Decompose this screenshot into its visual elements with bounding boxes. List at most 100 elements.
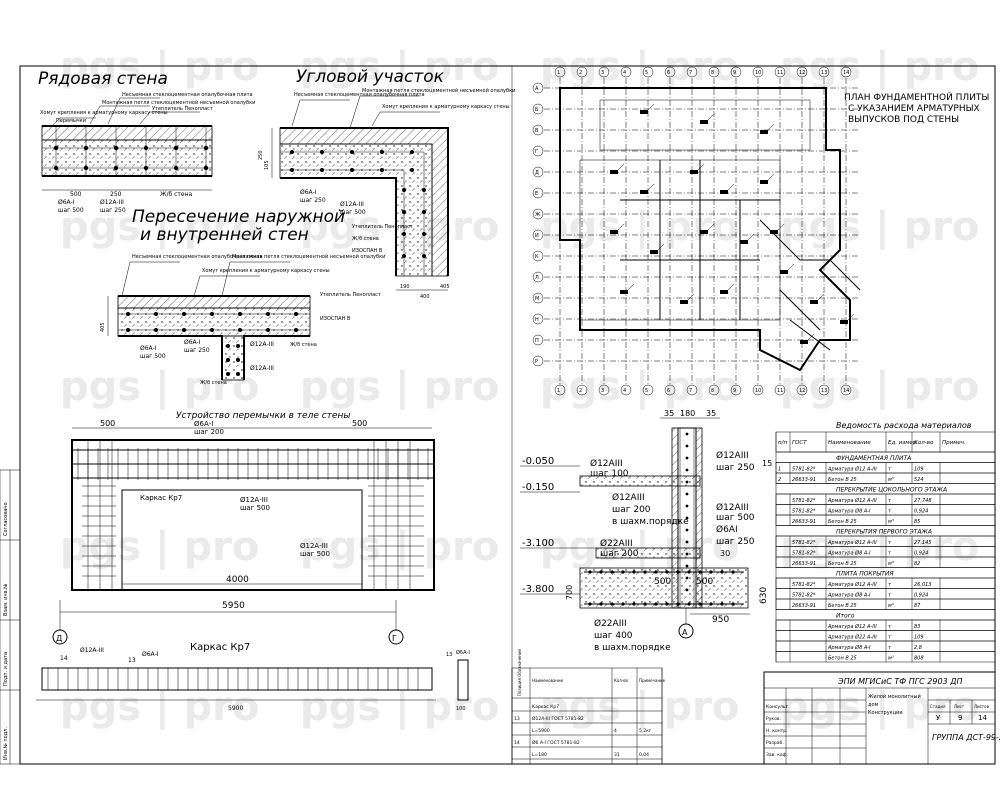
stamp-stage: У xyxy=(936,714,941,722)
callout-clamp: Хомут крепления к арматурному каркасу ст… xyxy=(40,110,168,116)
title-block: ЭПИ МГИСиС ТФ ПГС 2903 ДП Жилой монолитн… xyxy=(763,671,1000,765)
sec-lvl-3: -3.100 xyxy=(522,538,554,549)
plan-outlet-18 xyxy=(640,110,648,114)
small-spec-cell-3-1: Ø6 А-I ГОСТ 5781-82 xyxy=(532,739,580,746)
rw-wall: Ж/б стена xyxy=(160,191,193,198)
small-spec-cell-2-2: 4 xyxy=(614,728,617,734)
kr7-rebar-b: Ø6А-I xyxy=(142,651,159,658)
plan-outlet-6 xyxy=(650,250,658,254)
lintel-top-step: шаг 200 xyxy=(194,428,224,436)
corner-step-a: шаг 250 xyxy=(300,197,326,204)
plan-side-axis-Б: Б xyxy=(535,107,539,113)
spec-header-2: Наименование xyxy=(828,440,871,446)
stamp-role-3: Разраб. xyxy=(766,740,784,746)
small-spec-cell-4-3: 0,04 xyxy=(639,752,649,758)
sec-d950: 950 xyxy=(712,615,729,625)
stamp-sheet: 9 xyxy=(958,714,962,722)
spec-cell-4-0-4: 83 xyxy=(914,624,920,630)
side-replace: Взам. инв.№ xyxy=(3,583,9,616)
plan-outlet-14 xyxy=(840,320,848,324)
lintel-frame-label: Каркас Кр7 xyxy=(140,494,182,502)
int-dim-405: 405 xyxy=(100,322,106,332)
spec-cell-3-1-3: т xyxy=(888,593,892,599)
plan-bottom-axis-7: 7 xyxy=(689,388,692,394)
plan-top-axis-5: 5 xyxy=(645,70,648,76)
rw-rebar-b: Ø12А-III xyxy=(100,199,124,206)
corner-insulation: Утеплитель Пенопласт xyxy=(352,224,413,230)
plan-top-axis-6: 6 xyxy=(667,70,670,76)
dim-250: 250 xyxy=(110,191,122,198)
sec-r4s: шаг 500 xyxy=(716,513,755,523)
plan-side-axis-Л: Л xyxy=(535,275,539,281)
spec-cell-0-1-3: м³ xyxy=(888,477,894,483)
spec-cell-3-1-2: Арматура Ø8 А-I xyxy=(827,592,871,599)
watermark-2: pgs | pro xyxy=(540,44,739,91)
spec-title: Ведомость расхода материалов xyxy=(836,421,972,430)
spec-cell-1-2-4: 85 xyxy=(914,519,920,525)
spec-cell-1-1-3: т xyxy=(888,509,892,515)
watermark-1: pgs | pro xyxy=(300,44,499,91)
kr7-dim: 5900 xyxy=(228,705,243,712)
callout-loop: Монтажная петля стеклоцементной несъемно… xyxy=(102,99,255,106)
rw-rebar-a: Ø6А-I xyxy=(58,199,75,206)
watermark-19: pgs | pro xyxy=(780,684,979,731)
small-spec-cell-4-2: 31 xyxy=(614,752,620,758)
lintel-dim-500r: 500 xyxy=(352,419,367,428)
spec-cell-2-2-1: 26633-91 xyxy=(792,561,816,567)
spec-cell-3-0-1: 5781-82* xyxy=(792,582,816,588)
spec-header-1: ГОСТ xyxy=(792,440,807,446)
small-spec-cell-1-0: 13 xyxy=(514,716,520,722)
corner-dim-105: 105 xyxy=(264,160,270,170)
plan-bottom-axis-1: 1 xyxy=(557,388,560,394)
sec-r3n: в шахм.порядке xyxy=(612,517,689,527)
small-spec-cell-2-3: 5,2кг xyxy=(639,728,652,734)
kr7-frame xyxy=(41,667,433,691)
title-intersection-1: Пересечение наружной xyxy=(132,207,345,227)
spec-cell-3-2-3: м³ xyxy=(888,603,894,609)
lintel-top-rebar: Ø6А-I xyxy=(194,420,213,428)
stamp-role-1: Руков. xyxy=(766,716,781,722)
plan-outlet-11 xyxy=(720,290,728,294)
int-callout-clamp: Хомут крепления к арматурному каркасу ст… xyxy=(202,268,330,274)
sec-d500b: 500 xyxy=(696,577,713,587)
int-rebar-b: Ø12А-III xyxy=(250,341,274,348)
plan-side-axis-И: И xyxy=(535,233,539,239)
kr7-pos14: 14 xyxy=(60,655,68,662)
spec-cell-3-0-3: т xyxy=(888,582,892,588)
plan-outlet-0 xyxy=(610,170,618,174)
spec-cell-4-0-2: Арматура Ø12 А-III xyxy=(827,623,877,630)
watermark-9: pgs | pro xyxy=(300,364,499,411)
lintel-mid-step: шаг 500 xyxy=(240,504,270,512)
plan-outlet-13 xyxy=(810,300,818,304)
corner-callout-clamp: Хомут крепления к арматурному каркасу ст… xyxy=(382,104,510,110)
spec-cell-0-0-3: т xyxy=(888,467,892,473)
small-dim: 100 xyxy=(456,706,466,712)
rw-step-b: шаг 250 xyxy=(100,207,126,214)
plan-bottom-axis-12: 12 xyxy=(799,388,805,394)
plan-side-axis-Ж: Ж xyxy=(535,212,541,218)
spec-cell-4-0-3: т xyxy=(888,624,892,630)
watermark-16: pgs | pro xyxy=(60,684,259,731)
spec-cell-2-2-2: Бетон В 25 xyxy=(828,561,857,567)
kr7-rebar-a: Ø12А-III xyxy=(80,647,104,654)
corner-callout-loop: Монтажная петля стеклоцементной несъемно… xyxy=(362,87,515,94)
plan-top-axis-3: 3 xyxy=(601,70,604,76)
plan-bottom-axis-13: 13 xyxy=(821,388,827,394)
spec-group-1: ПЕРЕКРЫТИЕ ЦОКОЛЬНОГО ЭТАЖА xyxy=(836,487,947,494)
spec-cell-0-1-2: Бетон В 25 xyxy=(828,477,857,483)
sec-r1: Ø12АIII xyxy=(590,458,623,469)
plan-outlet-12 xyxy=(780,270,788,274)
sec-dim-35b: 35 xyxy=(706,409,716,418)
spec-cell-3-0-4: 26,013 xyxy=(914,582,932,588)
plan-bottom-axis-5: 5 xyxy=(645,388,648,394)
plan-side-axis-В: В xyxy=(535,128,539,134)
sec-r3: Ø12АIII xyxy=(612,492,645,503)
int-insulation: Утеплитель Пенопласт xyxy=(320,292,381,298)
sec-d15: 15 xyxy=(762,459,772,468)
plan-bottom-axis-8: 8 xyxy=(711,388,714,394)
corner-dim-190: 190 xyxy=(400,284,410,290)
lintel-mid-rebar: Ø12А-III xyxy=(240,496,268,504)
sec-d700: 700 xyxy=(565,585,574,600)
